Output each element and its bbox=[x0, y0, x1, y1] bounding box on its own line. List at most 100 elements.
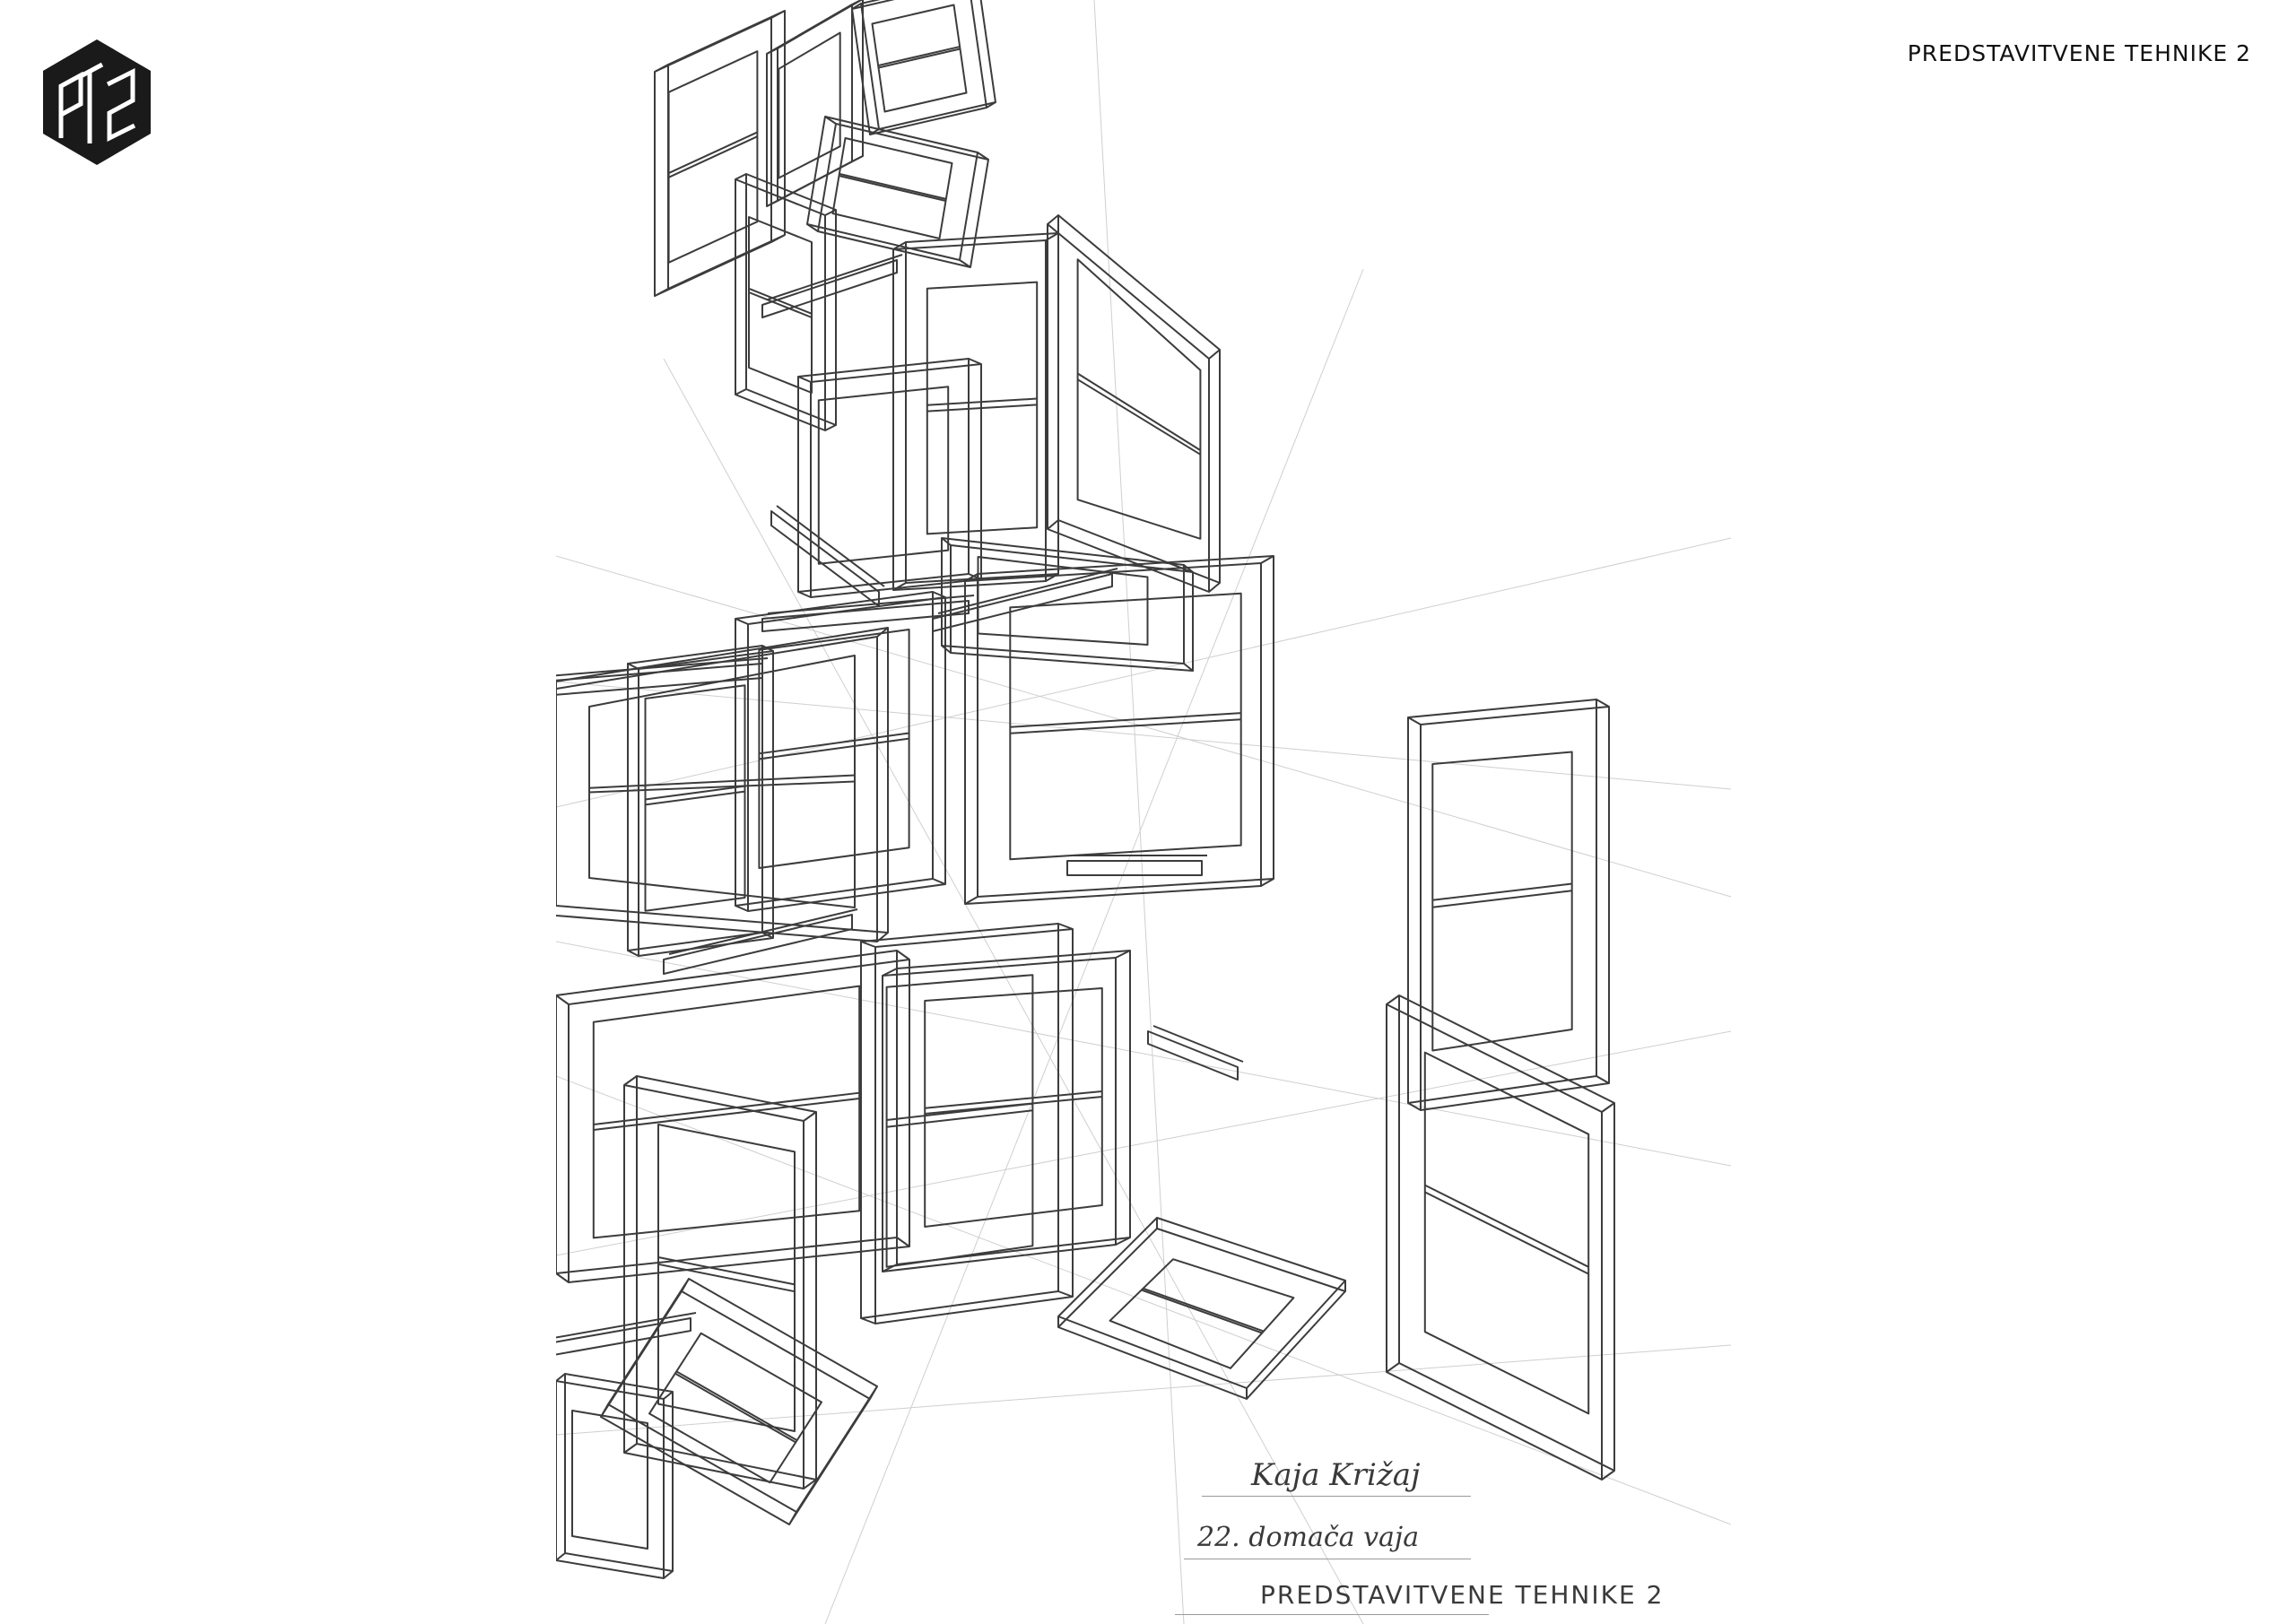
frame-depth-edge bbox=[1596, 699, 1610, 708]
frame-depth-edge bbox=[556, 1272, 570, 1283]
frame-depth-edge bbox=[654, 288, 669, 297]
rail-bar bbox=[761, 600, 970, 632]
frame-depth-edge bbox=[941, 537, 952, 546]
frame-depth-edge bbox=[824, 424, 837, 431]
frame-back-outline bbox=[667, 10, 786, 290]
rail-bar-top bbox=[767, 595, 975, 614]
frame-depth-edge bbox=[896, 950, 910, 960]
frame-depth-edge bbox=[1208, 582, 1221, 593]
frame-depth-edge bbox=[735, 905, 749, 912]
author-caption: Kaja Križaj bbox=[1251, 1457, 1421, 1493]
frame-depth-edge bbox=[1601, 1102, 1615, 1113]
frame-mullion bbox=[593, 1091, 860, 1126]
rail-bar-top bbox=[556, 657, 769, 677]
frame-depth-edge bbox=[654, 64, 669, 73]
course-caption: PREDSTAVITVENE TEHNIKE 2 bbox=[1260, 1580, 1665, 1610]
frame-depth-edge bbox=[941, 645, 952, 654]
frame-mullion bbox=[886, 1109, 1033, 1128]
frame-back-outline bbox=[638, 650, 774, 957]
frame-mullion bbox=[668, 131, 758, 174]
frame-depth-edge bbox=[851, 3, 862, 10]
rail-bar bbox=[1147, 1030, 1239, 1081]
frame-depth-edge bbox=[1260, 878, 1274, 887]
frame-mullion bbox=[674, 1372, 796, 1444]
frame-depth-edge bbox=[824, 209, 837, 216]
frame-depth-edge bbox=[876, 627, 889, 638]
frame-depth-edge bbox=[766, 200, 778, 207]
frame-inner bbox=[926, 281, 1039, 535]
frame-depth-edge bbox=[1057, 923, 1074, 930]
frame-mullion bbox=[1424, 1191, 1589, 1275]
frame-depth-edge bbox=[1115, 950, 1131, 959]
frame-depth-edge bbox=[1115, 1237, 1131, 1246]
rail-bar-top bbox=[556, 1312, 697, 1339]
frame-depth-edge bbox=[1057, 1290, 1074, 1298]
frame-inner bbox=[885, 974, 1034, 1268]
frame-inner bbox=[588, 655, 856, 908]
frame-mullion bbox=[1141, 1289, 1263, 1334]
frame-depth-edge bbox=[968, 573, 982, 580]
frame-inner bbox=[1076, 258, 1202, 540]
frame-depth-edge bbox=[860, 941, 876, 948]
frame-mullion bbox=[839, 172, 947, 200]
frame-mullion bbox=[668, 135, 758, 178]
frame-inner bbox=[657, 1124, 796, 1432]
frame-back-outline bbox=[817, 123, 989, 268]
frame-depth-edge bbox=[1260, 555, 1274, 564]
frame-inner bbox=[817, 386, 950, 565]
frame-depth-edge bbox=[1183, 663, 1194, 672]
frame-outline bbox=[1057, 1228, 1346, 1400]
frame-inner bbox=[571, 1410, 648, 1550]
frame-mullion bbox=[645, 790, 745, 806]
frame-mullion bbox=[1432, 882, 1572, 901]
frame-depth-edge bbox=[766, 48, 778, 55]
frame-mullion bbox=[1077, 372, 1201, 451]
frame-depth-edge bbox=[1601, 1470, 1615, 1481]
frame-back-outline bbox=[1047, 223, 1210, 593]
hexagon-pt2-logo-icon bbox=[43, 39, 151, 165]
frame-mullion bbox=[1077, 378, 1201, 456]
rail-bar-top bbox=[937, 568, 1118, 614]
frame-depth-edge bbox=[1386, 994, 1400, 1005]
frame-back-outline bbox=[568, 959, 910, 1283]
frame-depth-edge bbox=[860, 1317, 876, 1324]
frame-outline bbox=[1057, 214, 1221, 584]
frame-depth-edge bbox=[1407, 716, 1422, 725]
frame-back-outline bbox=[607, 1278, 878, 1513]
frame-outline bbox=[851, 0, 987, 135]
frame-depth-edge bbox=[627, 950, 639, 957]
frame-depth-edge bbox=[623, 1443, 638, 1454]
frame-inner bbox=[1009, 592, 1242, 861]
frame-back-outline bbox=[950, 544, 1194, 672]
rail-bar-top bbox=[668, 908, 858, 955]
frame-depth-edge bbox=[932, 878, 946, 885]
caption-rule bbox=[1175, 1614, 1489, 1615]
frame-back-outline bbox=[1386, 1003, 1603, 1481]
frame-mullion bbox=[877, 46, 961, 67]
frame-depth-edge bbox=[556, 994, 570, 1005]
frame-back-outline bbox=[1420, 706, 1610, 1111]
rail-bar bbox=[556, 663, 763, 696]
frame-depth-edge bbox=[803, 1479, 817, 1489]
pencil-perspective-frames-drawing-icon bbox=[556, 0, 1731, 1624]
rail-bar bbox=[663, 914, 853, 975]
frame-depth-edge bbox=[788, 1511, 797, 1525]
frame-mullion bbox=[1143, 1287, 1265, 1333]
rail-bar-top bbox=[767, 254, 903, 300]
frame-mullion bbox=[839, 175, 946, 202]
frame-mullion bbox=[588, 780, 856, 794]
frame-depth-edge bbox=[896, 1237, 910, 1247]
frame-depth-edge bbox=[932, 591, 946, 598]
course-title: PREDSTAVITVENE TEHNIKE 2 bbox=[1907, 40, 2251, 66]
frame-mullion bbox=[588, 774, 856, 789]
frame-depth-edge bbox=[869, 128, 880, 135]
rail-bar-top bbox=[776, 505, 885, 587]
frame-mullion bbox=[748, 291, 813, 318]
frame-depth-edge bbox=[623, 1075, 638, 1086]
frame-inner bbox=[1431, 751, 1573, 1052]
frame-mullion bbox=[645, 785, 745, 801]
frame-mullion bbox=[1432, 890, 1572, 908]
frame-back-outline bbox=[874, 928, 1074, 1324]
frame-depth-edge bbox=[797, 376, 812, 383]
